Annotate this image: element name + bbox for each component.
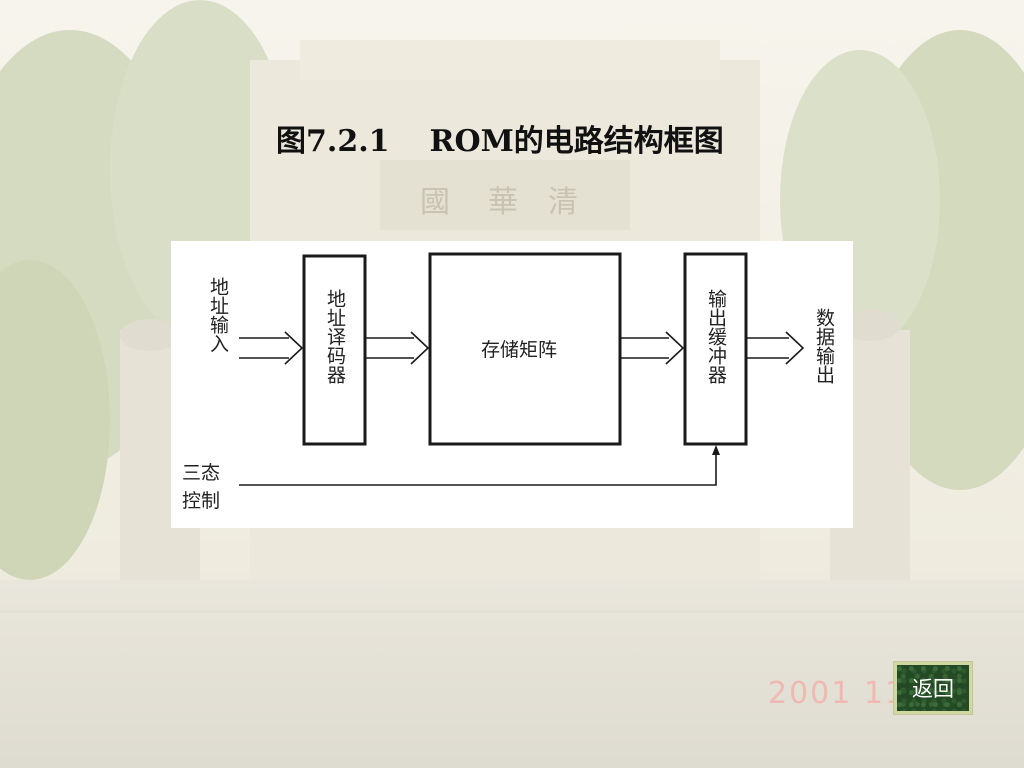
decoder-label: 地址译码器 xyxy=(324,289,346,384)
decoder-block xyxy=(302,254,367,446)
tristate-control-line xyxy=(239,453,717,486)
svg-text:清: 清 xyxy=(548,185,578,220)
figure-caption: ROM的电路结构框图 xyxy=(429,124,724,159)
diagram-graphics xyxy=(239,252,805,486)
tristate-control-label-line2: 控制 xyxy=(182,490,221,512)
decoder-to-matrix-arrow xyxy=(366,331,430,365)
back-button-label: 返回 xyxy=(912,677,954,701)
tristate-control-arrowhead xyxy=(712,445,720,455)
svg-text:華: 華 xyxy=(488,185,518,220)
figure-number: 图7.2.1 xyxy=(276,124,390,159)
address-input-arrow xyxy=(239,331,304,365)
back-button[interactable]: 返回 xyxy=(893,661,973,715)
matrix-to-buffer-arrow xyxy=(621,331,685,365)
storage-matrix-block xyxy=(428,252,622,446)
rom-block-diagram: 地址输入 地址译码器 存储矩阵 输出缓冲器 数据输出 三态 控制 xyxy=(171,241,853,528)
tristate-control-label: 三态 控制 xyxy=(182,459,232,515)
storage-matrix-label: 存储矩阵 xyxy=(481,339,558,361)
data-output-label: 数据输出 xyxy=(813,308,835,384)
tristate-control-label-line1: 三态 xyxy=(182,462,221,484)
output-buffer-label: 输出缓冲器 xyxy=(705,289,727,384)
date-stamp: 2001 11 xyxy=(768,676,907,711)
output-buffer-block xyxy=(683,252,748,446)
data-output-arrow xyxy=(747,331,805,365)
address-input-label: 地址输入 xyxy=(207,277,229,353)
slide-title: 图7.2.1 ROM的电路结构框图 xyxy=(276,116,724,160)
svg-text:國: 國 xyxy=(420,185,450,220)
